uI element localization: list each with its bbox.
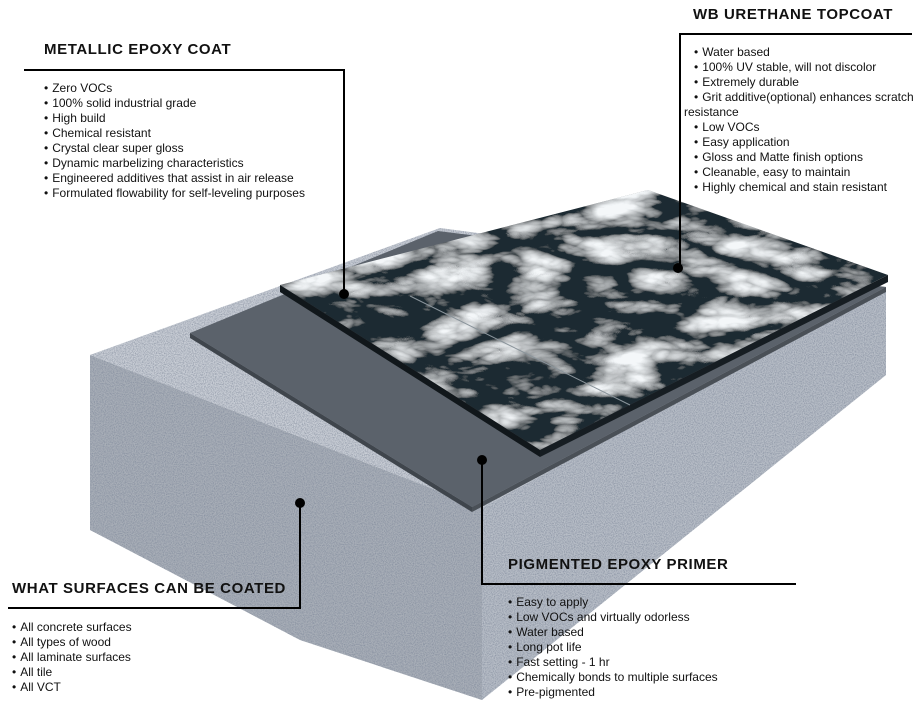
list-item: Gloss and Matte finish options xyxy=(694,150,887,165)
list-item: All VCT xyxy=(12,680,132,695)
callout-line-primer xyxy=(481,460,796,585)
list-item: Chemically bonds to multiple surfaces xyxy=(508,670,717,685)
callout-dot-metallic xyxy=(339,289,349,299)
surfaces-list: All concrete surfaces All types of wood … xyxy=(12,620,132,695)
metallic-title: METALLIC EPOXY COAT xyxy=(44,41,232,58)
list-item: Engineered additives that assist in air … xyxy=(44,171,305,186)
list-item: All concrete surfaces xyxy=(12,620,131,635)
marble-top-face xyxy=(280,190,888,450)
primer-title: PIGMENTED EPOXY PRIMER xyxy=(508,556,729,573)
callout-line-metallic xyxy=(24,69,345,294)
list-item: Low VOCs xyxy=(694,120,887,135)
callout-lines xyxy=(8,33,912,609)
concrete-front-face xyxy=(90,355,482,700)
topcoat-wrap-text: resistance xyxy=(684,105,739,119)
primer-side-edge xyxy=(472,287,886,512)
topcoat-title: WB URETHANE TOPCOAT xyxy=(693,6,894,23)
callout-dot-primer xyxy=(477,455,487,465)
list-item: Chemical resistant xyxy=(44,126,305,141)
list-item: Fast setting - 1 hr xyxy=(508,655,718,670)
list-item: All laminate surfaces xyxy=(12,650,132,665)
topcoat-list-continued: Low VOCs Easy application Gloss and Matt… xyxy=(694,120,887,195)
primer-list: Easy to apply Low VOCs and virtually odo… xyxy=(508,595,718,700)
list-item: Easy to apply xyxy=(508,595,718,610)
list-item: Easy application xyxy=(694,135,887,150)
list-item: Formulated flowability for self-leveling… xyxy=(44,186,305,201)
topcoat-list: Water based 100% UV stable, will not dis… xyxy=(694,45,914,105)
list-item: Cleanable, easy to maintain xyxy=(694,165,887,180)
callout-line-surfaces xyxy=(8,503,301,609)
list-item: Grit additive(optional) enhances scratch xyxy=(694,90,913,105)
marble-side-edge xyxy=(540,275,888,457)
list-item: All types of wood xyxy=(12,635,132,650)
list-item: 100% UV stable, will not discolor xyxy=(694,60,914,75)
list-item: Crystal clear super gloss xyxy=(44,141,305,156)
list-item: 100% solid industrial grade xyxy=(44,96,305,111)
callout-dots xyxy=(295,263,683,508)
list-item: High build xyxy=(44,111,305,126)
list-item: Pre-pigmented xyxy=(508,685,718,700)
primer-edge xyxy=(190,333,472,512)
callout-dot-surfaces xyxy=(295,498,305,508)
marble-seam xyxy=(409,295,631,406)
surfaces-title: WHAT SURFACES CAN BE COATED xyxy=(12,580,286,597)
marble-front-edge xyxy=(280,285,540,457)
callout-line-topcoat xyxy=(679,33,912,268)
list-item: Low VOCs and virtually odorless xyxy=(508,610,718,625)
list-item: Dynamic marbelizing characteristics xyxy=(44,156,305,171)
list-item: Zero VOCs xyxy=(44,81,305,96)
list-item: All tile xyxy=(12,665,132,680)
list-item: Highly chemical and stain resistant xyxy=(694,180,887,195)
list-item: Water based xyxy=(508,625,718,640)
metallic-list: Zero VOCs 100% solid industrial grade Hi… xyxy=(44,81,305,201)
metallic-epoxy-layer xyxy=(280,190,888,457)
list-item: Water based xyxy=(694,45,914,60)
list-item: Long pot life xyxy=(508,640,718,655)
callout-dot-topcoat xyxy=(673,263,683,273)
list-item: Extremely durable xyxy=(694,75,914,90)
